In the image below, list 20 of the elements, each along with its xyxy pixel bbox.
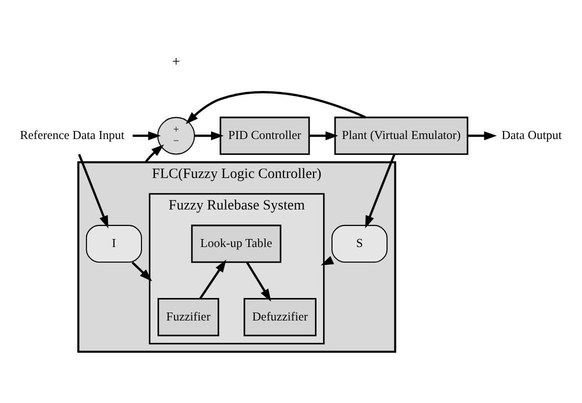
node-circle: + − [157,116,195,154]
node-box: Defuzzifier [244,298,316,336]
node-box: Look-up Table [191,224,282,262]
node-text: Reference Data Input [20,127,124,142]
node-box: Fuzzifier [158,298,220,336]
arrow [468,130,497,140]
arrow [132,261,152,281]
arrow [194,130,224,140]
arrow [199,259,226,299]
node-text: Data Output [502,127,562,142]
arrow [309,130,338,140]
node-box: Plant (Virtual Emulator) [334,116,468,154]
node-box: PID Controller [220,116,310,154]
node-box: I [86,224,142,262]
arrow [144,144,164,162]
arrow [132,130,161,140]
arrow [365,153,396,228]
label: + [172,54,180,70]
arrow [186,90,366,124]
arrow [246,261,272,302]
